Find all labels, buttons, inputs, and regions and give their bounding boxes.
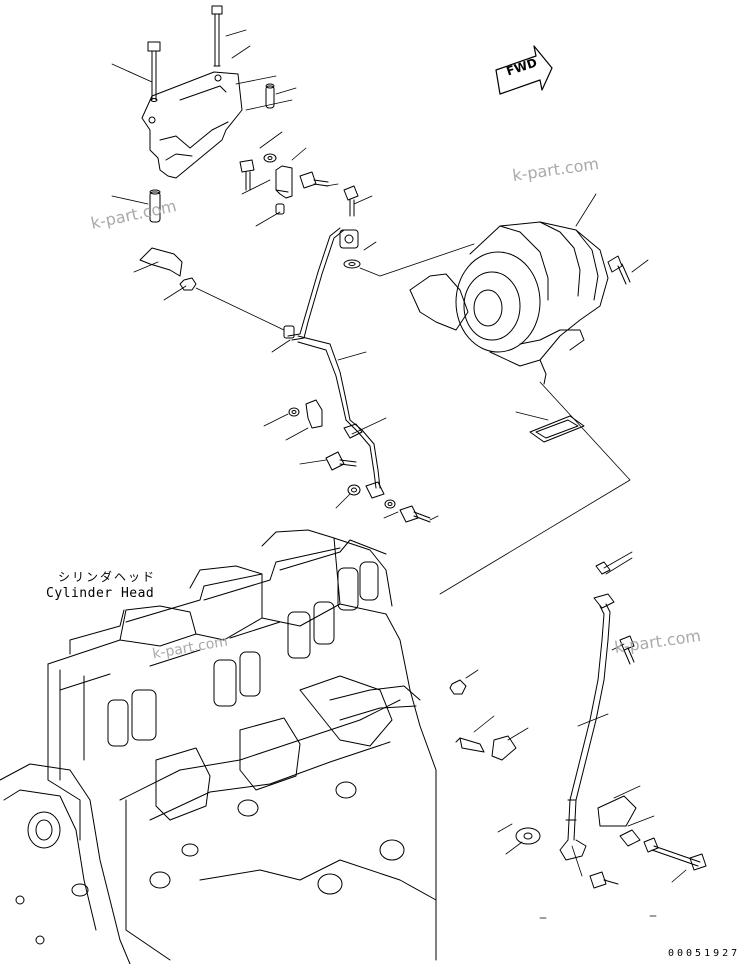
washer-left xyxy=(288,407,300,417)
washer-small xyxy=(263,153,277,163)
clip xyxy=(343,423,363,439)
document-number: 00051927 xyxy=(668,948,741,959)
top-bolt-left xyxy=(147,41,161,102)
hose-sleeve xyxy=(455,737,485,753)
leader-lines xyxy=(111,29,687,919)
return-pipe-bolt xyxy=(619,635,635,665)
turbo-bolt xyxy=(607,255,631,285)
return-bolt-lower xyxy=(589,871,619,889)
spacer-pin xyxy=(265,83,275,109)
gasket-return xyxy=(515,827,541,845)
bolt-medium-1 xyxy=(239,159,255,191)
cylinder-head-assembly xyxy=(0,529,437,965)
washer-lower xyxy=(347,484,361,496)
nut-mid xyxy=(449,679,467,695)
clamp-bracket xyxy=(305,399,323,429)
banjo-fitting-top xyxy=(339,229,359,249)
cylinder-head-label-en: Cylinder Head xyxy=(46,586,155,601)
spacer-column xyxy=(149,189,161,223)
turbocharger xyxy=(409,221,609,385)
bracket-right xyxy=(597,795,637,827)
oil-return-pipe xyxy=(559,561,615,861)
nut-small xyxy=(275,203,285,215)
top-bolt-long xyxy=(211,5,223,67)
bolt-medium-2 xyxy=(299,171,329,189)
clip-right xyxy=(619,829,641,847)
clamp-small xyxy=(491,735,517,761)
washer-lower-2 xyxy=(384,499,396,509)
fwd-arrow-icon xyxy=(495,45,553,95)
gasket-small-top xyxy=(343,259,361,269)
bracket-lower-left xyxy=(139,247,183,277)
bolt-lower xyxy=(399,505,431,523)
nut-hex-left xyxy=(179,277,197,291)
cylinder-head-label-jp: シリンダヘッド xyxy=(58,570,157,584)
bolt-long-right xyxy=(643,837,707,871)
bolt-clamp xyxy=(325,451,357,471)
turbo-gasket xyxy=(529,415,585,443)
bolt-top-fitting xyxy=(343,185,359,217)
bracket-l xyxy=(275,165,293,199)
heat-shield-cover xyxy=(141,71,243,179)
oil-supply-pipe xyxy=(195,227,385,499)
